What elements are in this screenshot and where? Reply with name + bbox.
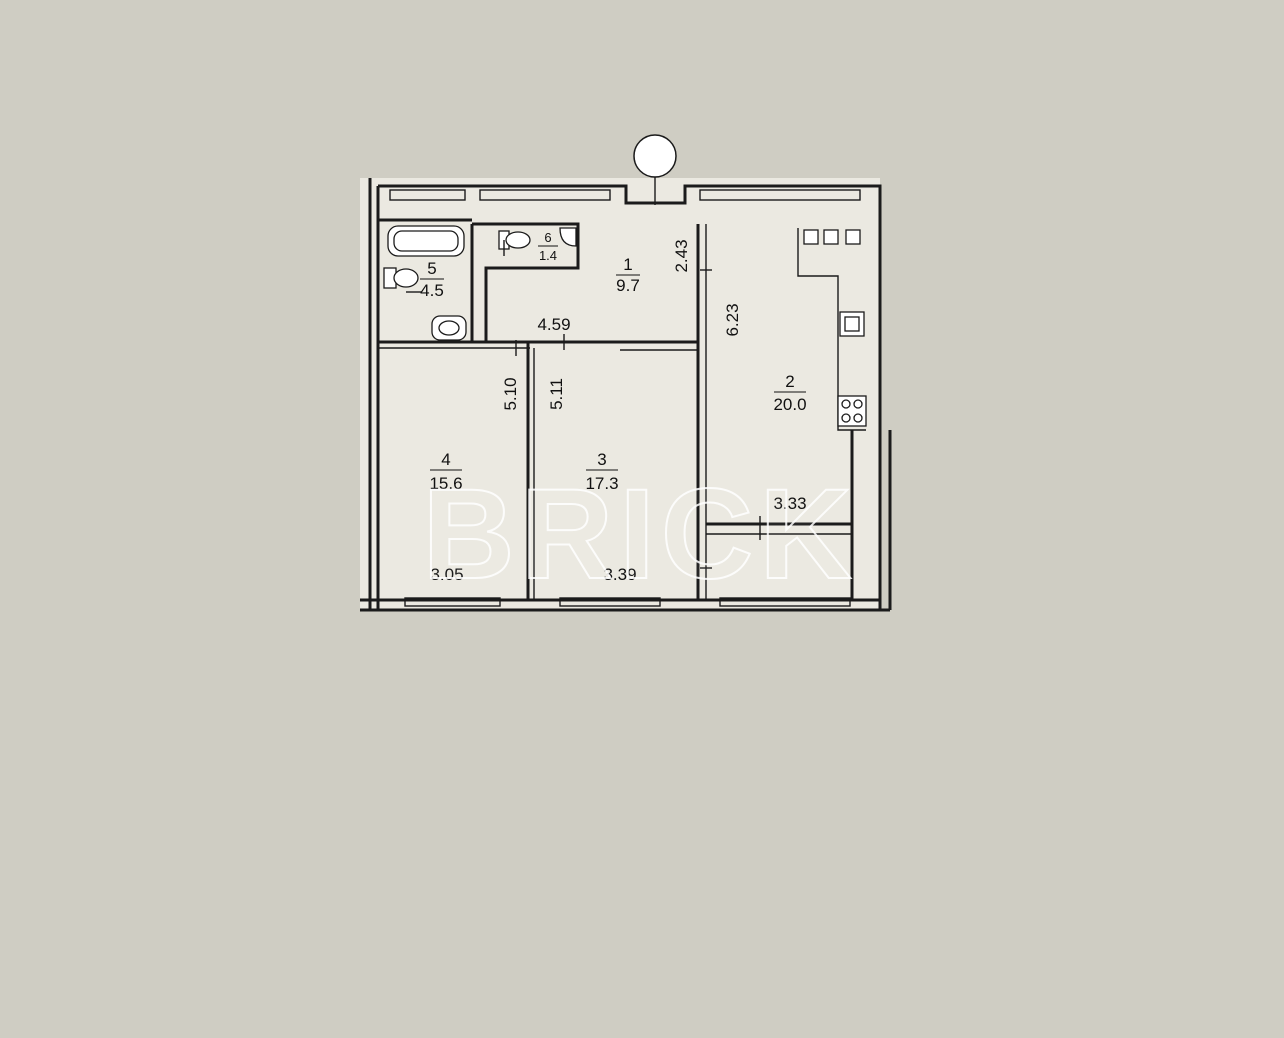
dimension-room4-width: 3.05	[430, 565, 463, 584]
room-area-1: 9.7	[616, 276, 640, 295]
room-area-5: 4.5	[420, 281, 444, 300]
room-label-4: 4 15.6	[429, 450, 462, 493]
room-number-4: 4	[441, 450, 450, 469]
outer-walls	[360, 178, 892, 612]
sink-icon	[431, 315, 467, 341]
kitchen-counter	[797, 228, 866, 431]
room-number-5: 5	[427, 259, 436, 278]
sink-icon	[559, 227, 577, 247]
dimension-kitchen-width: 3.33	[773, 494, 806, 513]
room-number-6: 6	[544, 230, 551, 245]
dimension-room3-depth: 5.11	[547, 378, 566, 410]
stove-icon	[837, 395, 867, 427]
dimension-ticks	[406, 240, 761, 569]
dimension-hall-width: 4.59	[537, 315, 570, 334]
kitchen-sink-icon	[839, 311, 865, 337]
entrance-circle-icon	[633, 134, 677, 205]
room-label-3: 3 17.3	[585, 450, 618, 493]
dimension-room4-depth: 5.10	[501, 377, 520, 410]
room-label-2: 2 20.0	[773, 372, 806, 414]
room-label-5: 5 4.5	[420, 259, 444, 300]
toilet-icon	[383, 267, 419, 289]
brick-watermark: BRICK	[422, 463, 857, 606]
room-label-1: 1 9.7	[616, 255, 640, 295]
room-area-3: 17.3	[585, 474, 618, 493]
room-area-6: 1.4	[539, 248, 557, 263]
dimension-kitchen-depth: 6.23	[723, 303, 742, 336]
dimension-room3-width: 3.39	[603, 565, 636, 584]
room-label-6: 6 1.4	[538, 230, 558, 263]
room-number-1: 1	[623, 255, 632, 274]
room-number-3: 3	[597, 450, 606, 469]
bathtub-icon	[387, 225, 465, 257]
inner-walls	[378, 218, 854, 600]
dimension-hall-depth: 2.43	[672, 239, 691, 272]
room-number-2: 2	[785, 372, 794, 391]
room-area-2: 20.0	[773, 395, 806, 414]
room-area-4: 15.6	[429, 474, 462, 493]
